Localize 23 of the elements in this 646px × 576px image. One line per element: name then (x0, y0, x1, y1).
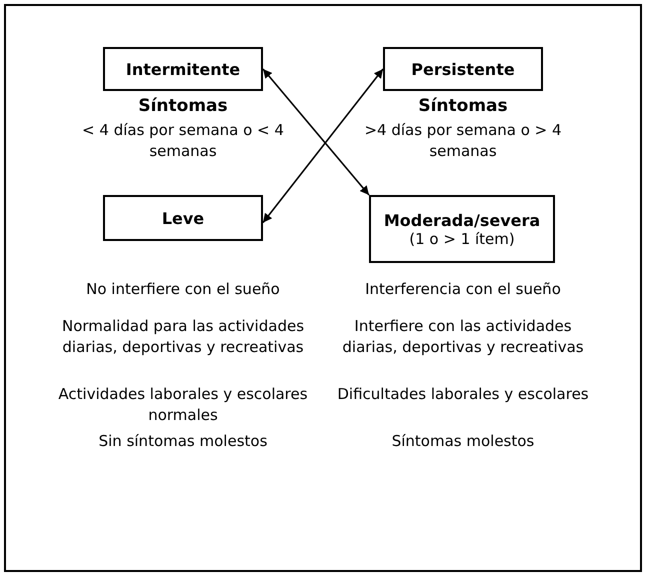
double-arrow (262, 68, 370, 196)
category-title: Persistente (411, 60, 515, 78)
category-box (369, 195, 555, 263)
category-title: Intermitente (126, 60, 240, 78)
description-text: < 4 días por semana o < 4 semanas (81, 120, 285, 162)
double-arrow (262, 68, 384, 224)
description-text: Síntomas molestos (390, 431, 536, 452)
description-text: Actividades laborales y escolares normales (57, 384, 309, 426)
section-heading: Síntomas (417, 96, 509, 117)
description-text: No interfiere con el sueño (85, 279, 281, 300)
description-text: Interfiere con las actividades diarias, deportivas y recreativas (341, 316, 585, 358)
category-box (103, 47, 263, 91)
description-text: >4 días por semana o > 4 semanas (363, 120, 563, 162)
description-text: Dificultades laborales y escolares (336, 384, 590, 405)
category-note: (1 o > 1 ítem) (409, 230, 515, 248)
section-heading: Síntomas (137, 96, 229, 117)
category-box (383, 47, 543, 91)
category-box (103, 195, 263, 241)
category-title: Leve (162, 208, 204, 228)
description-text: Interferencia con el sueño (364, 279, 562, 300)
category-title: Moderada/severa (384, 210, 540, 230)
description-text: Sin síntomas molestos (98, 431, 268, 452)
description-text: Normalidad para las actividades diarias, deportivas y recreativas (60, 316, 306, 358)
